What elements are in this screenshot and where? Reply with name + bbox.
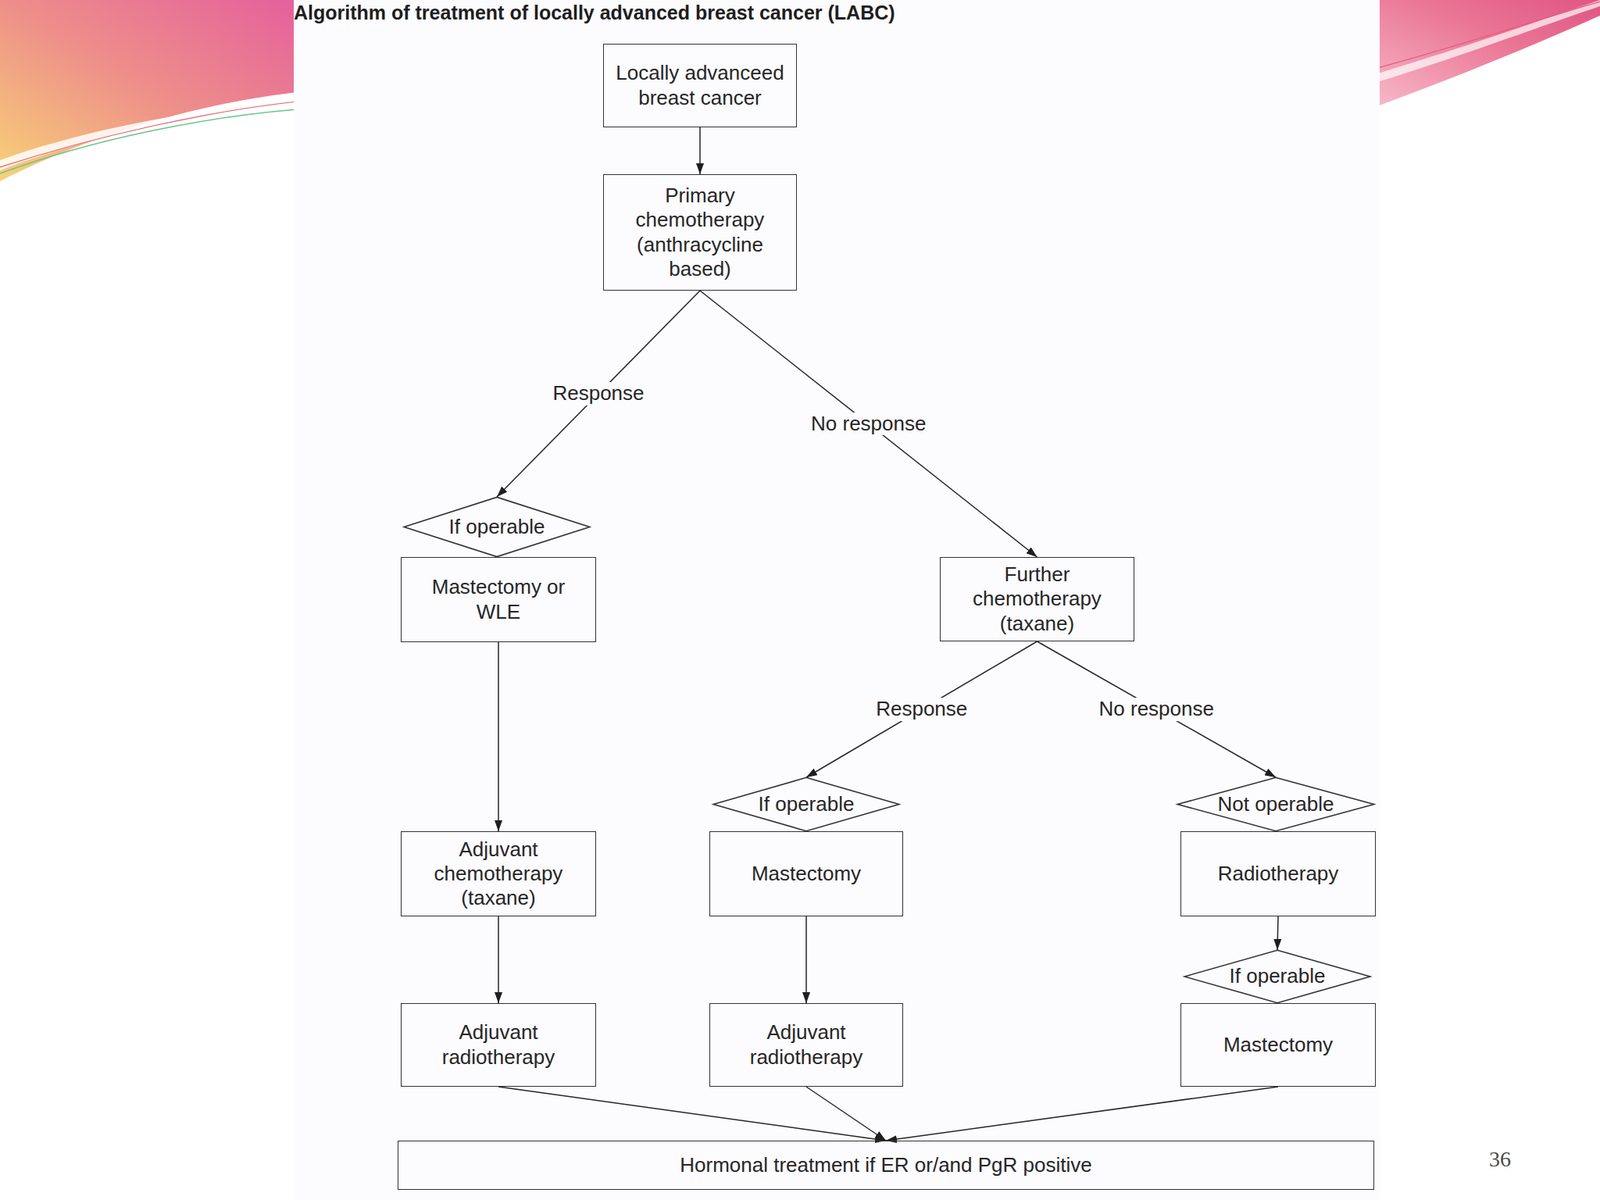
flow-arrow — [885, 1086, 1279, 1141]
node-label: Radiotherapy — [1187, 861, 1369, 886]
node-text: If operable — [1229, 964, 1326, 989]
corner-swoosh — [0, 0, 297, 182]
flow-arrow — [496, 290, 700, 497]
node-label: Hormonal treatment if ER or/and PgR posi… — [404, 1153, 1368, 1178]
process-box: Locally advanceed breast cancer — [603, 43, 797, 128]
node-label: Further chemotherapy (taxane) — [946, 562, 1128, 636]
flow-arrow — [1037, 641, 1277, 778]
swoosh-line — [0, 101, 297, 168]
process-box: Mastectomy — [709, 831, 904, 917]
process-box: Mastectomy or WLE — [400, 557, 597, 643]
node-text: Not operable — [1217, 792, 1335, 817]
decision-diamond: If operable — [1183, 950, 1372, 1004]
swoosh-highlight — [1375, 0, 1600, 83]
node-text: Adjuvant radiotherapy — [401, 1020, 596, 1069]
corner-swoosh — [1375, 0, 1600, 108]
node-label: Adjuvant radiotherapy — [716, 1020, 897, 1069]
edge-label: Response — [872, 697, 971, 722]
node-label: If operable — [449, 514, 546, 540]
node-label: If operable — [758, 792, 855, 817]
flow-arrow — [497, 642, 500, 832]
node-text: Adjuvant radiotherapy — [710, 1020, 903, 1069]
process-box: Further chemotherapy (taxane) — [939, 557, 1135, 642]
flow-arrow — [700, 290, 1038, 558]
node-text: Mastectomy or WLE — [401, 575, 596, 624]
node-label: Adjuvant radiotherapy — [407, 1020, 590, 1069]
decision-diamond: If operable — [712, 777, 900, 832]
edge-label: No response — [807, 412, 929, 436]
swoosh-line — [0, 109, 297, 174]
decision-diamond: If operable — [403, 496, 591, 558]
process-box: Adjuvant chemotherapy (taxane) — [400, 831, 597, 917]
node-text: If operable — [758, 792, 855, 817]
flow-arrow — [498, 1086, 886, 1141]
diagram-panel — [293, 0, 1380, 1200]
flow-arrow — [1277, 916, 1279, 950]
flow-arrow — [806, 1086, 886, 1141]
node-label: If operable — [1229, 964, 1326, 989]
node-label: Mastectomy — [1187, 1032, 1369, 1058]
swoosh-line — [1375, 1, 1600, 69]
process-box: Adjuvant radiotherapy — [709, 1003, 904, 1087]
node-label: Mastectomy or WLE — [407, 575, 590, 624]
node-text: Hormonal treatment if ER or/and PgR posi… — [398, 1153, 1374, 1178]
node-label: Locally advanceed breast cancer — [610, 60, 790, 110]
process-box: Adjuvant radiotherapy — [400, 1003, 597, 1087]
node-text: Locally advanceed breast cancer — [603, 60, 797, 110]
process-box: Hormonal treatment if ER or/and PgR posi… — [397, 1140, 1375, 1190]
flow-arrow — [699, 127, 701, 175]
node-text: Primary chemotherapy (anthracycline base… — [603, 183, 797, 282]
node-text: If operable — [449, 514, 546, 540]
page-number: 36 — [1489, 1146, 1511, 1172]
slide-title: Algorithm of treatment of locally advanc… — [293, 0, 896, 25]
flow-arrow — [497, 916, 500, 1004]
edge-label: Response — [549, 382, 647, 406]
flow-arrow — [805, 916, 808, 1004]
node-text: Mastectomy — [1181, 1032, 1375, 1058]
node-label: Mastectomy — [716, 861, 897, 886]
edge-label: No response — [1096, 697, 1218, 722]
flow-arrow — [806, 641, 1038, 778]
node-text: Radiotherapy — [1181, 861, 1375, 886]
node-text: Further chemotherapy (taxane) — [940, 562, 1134, 636]
swoosh-highlight — [0, 100, 297, 171]
node-label: Not operable — [1217, 792, 1335, 817]
process-box: Radiotherapy — [1180, 831, 1376, 917]
node-text: Adjuvant chemotherapy (taxane) — [401, 837, 596, 911]
node-text: Mastectomy — [710, 861, 903, 886]
node-label: Primary chemotherapy (anthracycline base… — [610, 183, 790, 282]
node-label: Adjuvant chemotherapy (taxane) — [407, 837, 590, 911]
process-box: Primary chemotherapy (anthracycline base… — [603, 174, 797, 291]
process-box: Mastectomy — [1180, 1003, 1376, 1087]
decision-diamond: Not operable — [1176, 777, 1375, 832]
